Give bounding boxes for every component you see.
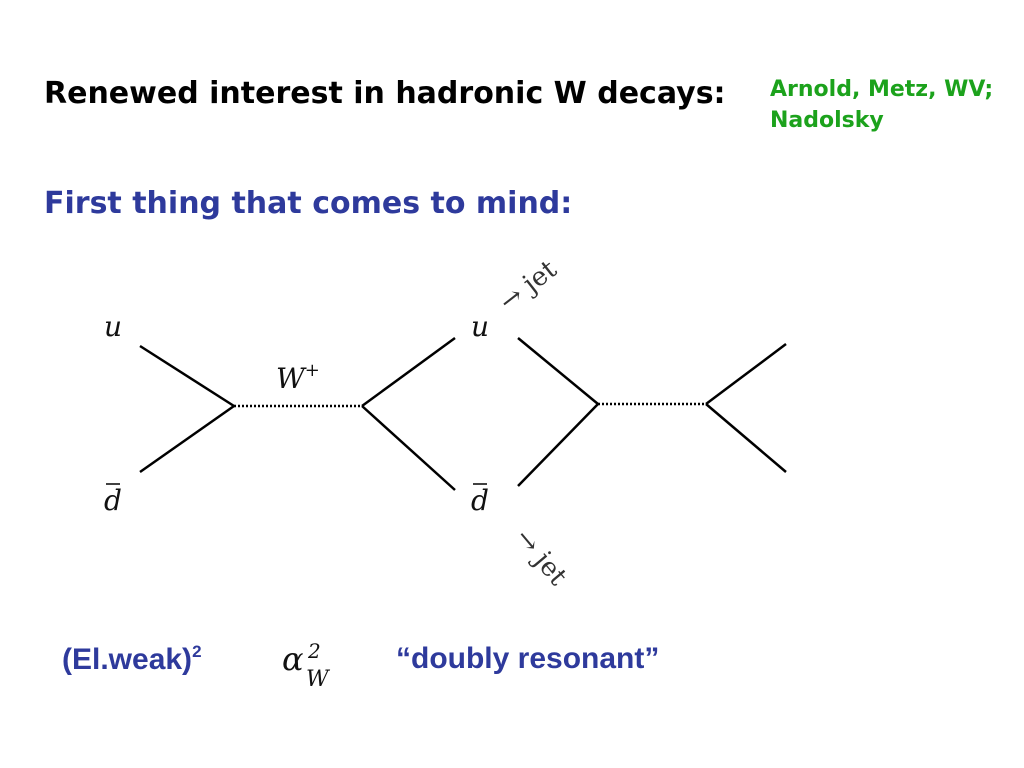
label-dbar-in-letter: d (104, 484, 122, 517)
electroweak-coupling-label: (El.weak)2 (62, 642, 202, 677)
incoming-u-line (139, 344, 235, 408)
electroweak-text: (El.weak) (62, 643, 193, 676)
slide-title: Renewed interest in hadronic W decays: (44, 76, 726, 111)
alpha-w-squared: α 2 W (282, 639, 331, 692)
incoming-dbar-line (139, 404, 235, 474)
label-dbar-in: d (104, 483, 122, 517)
author-credits-line-1: Arnold, Metz, WV; (770, 77, 994, 102)
author-credits: Arnold, Metz, WV; Nadolsky (770, 74, 993, 136)
label-u-out: u (471, 310, 489, 343)
label-w-charge: + (305, 360, 320, 381)
alpha-symbol: α (282, 640, 304, 678)
label-dbar-out: d (471, 483, 489, 517)
jet-dbar-line (517, 403, 599, 487)
alpha-superscript: 2 (307, 639, 321, 663)
label-w-letter: W (276, 362, 307, 395)
author-credits-line-2: Nadolsky (770, 108, 884, 133)
final-upper-line (705, 343, 787, 405)
electroweak-power: 2 (192, 642, 202, 661)
final-lower-line (705, 403, 787, 473)
doubly-resonant-label: “doubly resonant” (396, 642, 660, 675)
outgoing-u-line (361, 336, 456, 408)
jet-u-line (517, 337, 599, 405)
label-u-in: u (104, 310, 122, 343)
jet-label-bottom: → jet (509, 523, 573, 592)
label-dbar-out-letter: d (471, 484, 489, 517)
label-w-plus: W+ (276, 360, 320, 395)
jet-label-top: → jet (494, 254, 563, 317)
slide-subtitle: First thing that comes to mind: (44, 186, 573, 221)
outgoing-dbar-line (361, 405, 456, 491)
alpha-subscript: W (306, 667, 331, 692)
